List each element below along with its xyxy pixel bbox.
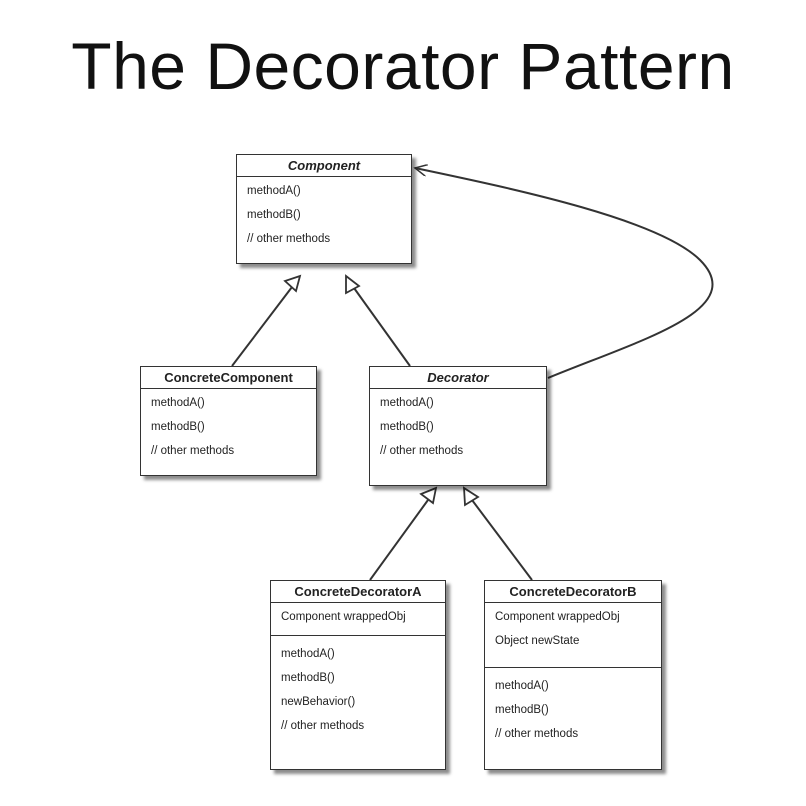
class-name-component: Component	[237, 155, 411, 177]
method-item: // other methods	[495, 728, 579, 740]
method-item: methodA()	[247, 185, 301, 197]
inherit-arrowhead-decorator	[345, 274, 361, 295]
method-item: newBehavior()	[281, 696, 356, 708]
method-item: methodA()	[281, 648, 335, 660]
class-box-concretedecoratorb: ConcreteDecoratorB Component wrappedObj …	[484, 580, 662, 770]
method-item: methodA()	[151, 397, 205, 409]
method-list: methodA() methodB() // other methods	[485, 668, 661, 750]
field-item: Component wrappedObj	[281, 611, 406, 623]
class-name-concretedecoratorb: ConcreteDecoratorB	[485, 581, 661, 603]
field-list: Component wrappedObj	[271, 603, 445, 636]
class-name-concretedecoratora: ConcreteDecoratorA	[271, 581, 445, 603]
method-item: methodB()	[495, 704, 549, 716]
method-item: methodB()	[247, 209, 301, 221]
inherit-line-concretedecoratorb	[471, 499, 533, 581]
inherit-line-decorator	[353, 287, 411, 367]
page-title: The Decorator Pattern	[71, 29, 735, 103]
inherit-arrowhead-concretecomponent	[283, 274, 302, 293]
method-item: methodB()	[380, 421, 434, 433]
method-item: methodA()	[380, 397, 434, 409]
field-item: Object newState	[495, 635, 580, 647]
method-item: methodA()	[495, 680, 549, 692]
method-item: // other methods	[151, 445, 235, 457]
method-item: // other methods	[281, 720, 365, 732]
inherit-arrowhead-concretedecoratorb	[462, 486, 480, 507]
class-name-concretecomponent: ConcreteComponent	[141, 367, 316, 389]
class-box-concretecomponent: ConcreteComponent methodA() methodB() //…	[140, 366, 317, 476]
field-item: Component wrappedObj	[495, 611, 620, 623]
class-box-concretedecoratora: ConcreteDecoratorA Component wrappedObj …	[270, 580, 446, 770]
inherit-line-concretedecoratora	[369, 499, 429, 581]
class-box-component: Component methodA() methodB() // other m…	[236, 154, 412, 264]
method-item: methodB()	[151, 421, 205, 433]
wraps-curve	[415, 168, 714, 379]
method-item: // other methods	[247, 233, 331, 245]
method-list: methodA() methodB() // other methods	[237, 177, 411, 255]
inherit-line-concretecomponent	[231, 286, 293, 367]
method-list: methodA() methodB() newBehavior() // oth…	[271, 636, 445, 742]
method-list: methodA() methodB() // other methods	[141, 389, 316, 467]
class-name-decorator: Decorator	[370, 367, 546, 389]
field-list: Component wrappedObj Object newState	[485, 603, 661, 668]
method-list: methodA() methodB() // other methods	[370, 389, 546, 467]
method-item: // other methods	[380, 445, 464, 457]
class-box-decorator: Decorator methodA() methodB() // other m…	[369, 366, 547, 486]
method-item: methodB()	[281, 672, 335, 684]
inherit-arrowhead-concretedecoratora	[419, 486, 438, 505]
